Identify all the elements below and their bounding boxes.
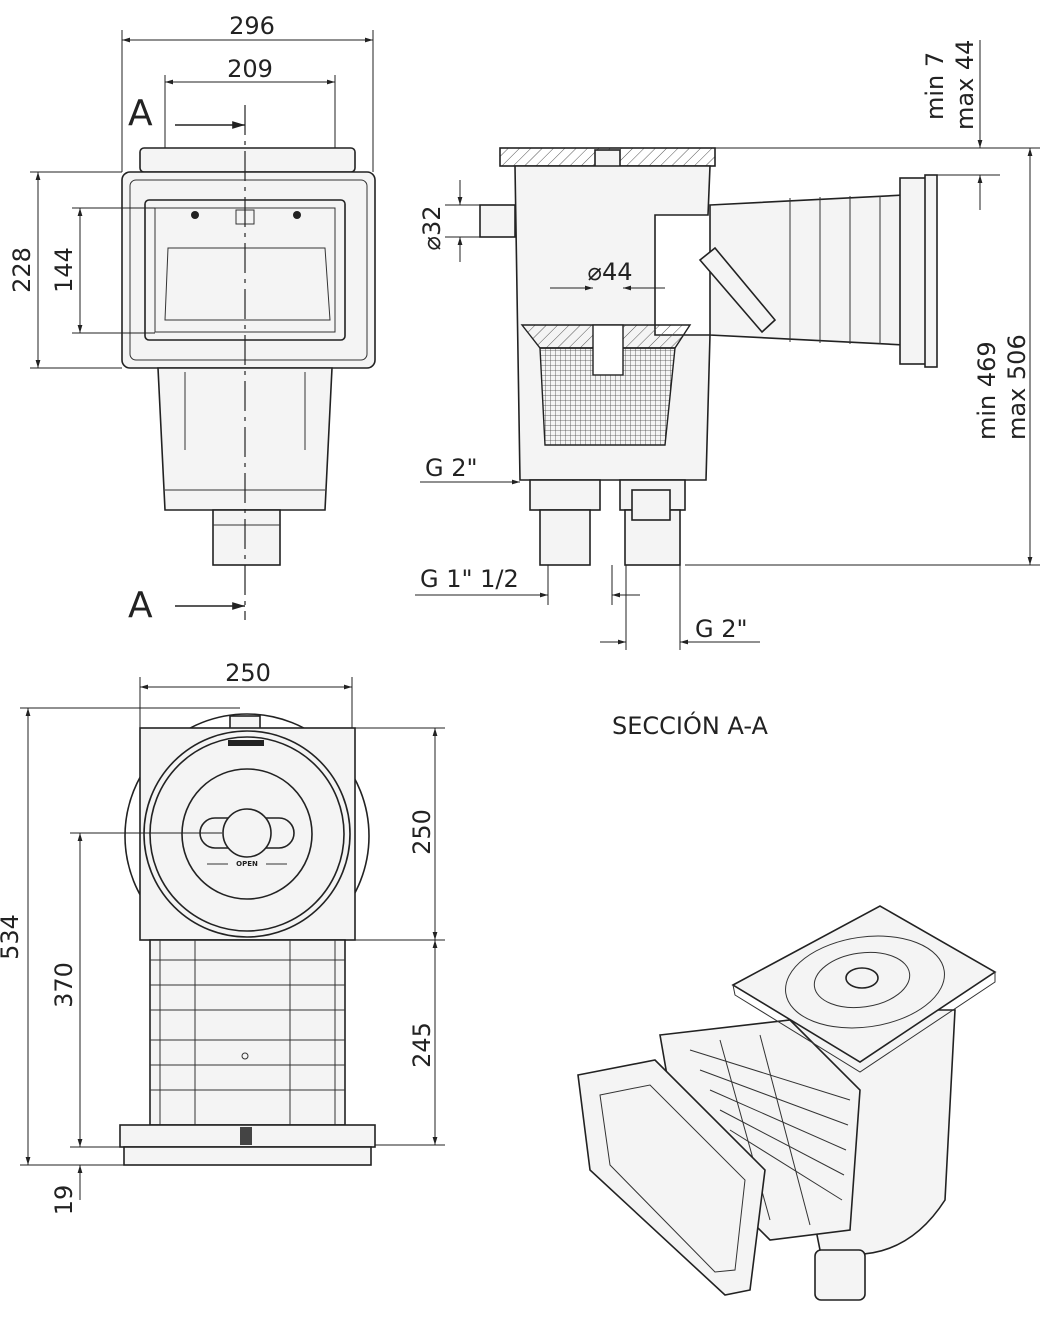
outlet-left xyxy=(539,509,591,566)
dim-side-thread: G 2" xyxy=(425,454,478,482)
dim-144: 144 xyxy=(50,247,78,293)
cage xyxy=(149,939,346,1126)
lid-knob[interactable] xyxy=(222,808,272,858)
dim-370: 370 xyxy=(50,962,78,1008)
section-mark-bottom: A xyxy=(128,585,153,626)
front-view: A A 296 209 228 144 xyxy=(8,12,376,626)
dim-209: 209 xyxy=(227,55,273,83)
dim-250-width: 250 xyxy=(225,659,271,687)
dim-outlet-right: G 2" xyxy=(695,615,748,643)
dim-outlet-left: G 1" 1/2 xyxy=(420,565,519,593)
dim-296: 296 xyxy=(229,12,275,40)
section-view: ⌀32 ⌀44 G 2" G 1" 1/2 G 2" min 7 max 44 … xyxy=(415,40,1040,740)
dim-lid-max: max 44 xyxy=(951,40,979,130)
dim-534: 534 xyxy=(0,914,24,960)
dim-lid-min: min 7 xyxy=(921,52,949,120)
dim-250-lid: 250 xyxy=(408,809,436,855)
side-inlet xyxy=(479,204,516,238)
dim-center-44: ⌀44 xyxy=(588,258,633,286)
dim-245: 245 xyxy=(408,1022,436,1068)
mouth-tube xyxy=(709,194,906,346)
top-view: OPEN 250 534 370 19 xyxy=(0,659,445,1215)
weir-flap-section xyxy=(698,246,777,334)
lid-open-label: OPEN xyxy=(236,860,258,868)
isometric-view xyxy=(577,905,997,1301)
basket xyxy=(539,347,676,446)
dim-19: 19 xyxy=(50,1185,78,1216)
dim-total-max: max 506 xyxy=(1003,334,1031,440)
iso-faceplate xyxy=(577,1059,766,1296)
dim-228: 228 xyxy=(8,247,36,293)
section-mark-top: A xyxy=(128,93,153,134)
dim-total-min: min 469 xyxy=(973,341,1001,440)
lid xyxy=(139,147,356,173)
outlet-pipe xyxy=(212,509,281,566)
weir-flap xyxy=(164,247,331,321)
section-title: SECCIÓN A-A xyxy=(612,710,768,740)
dim-inlet-32: ⌀32 xyxy=(418,206,446,251)
